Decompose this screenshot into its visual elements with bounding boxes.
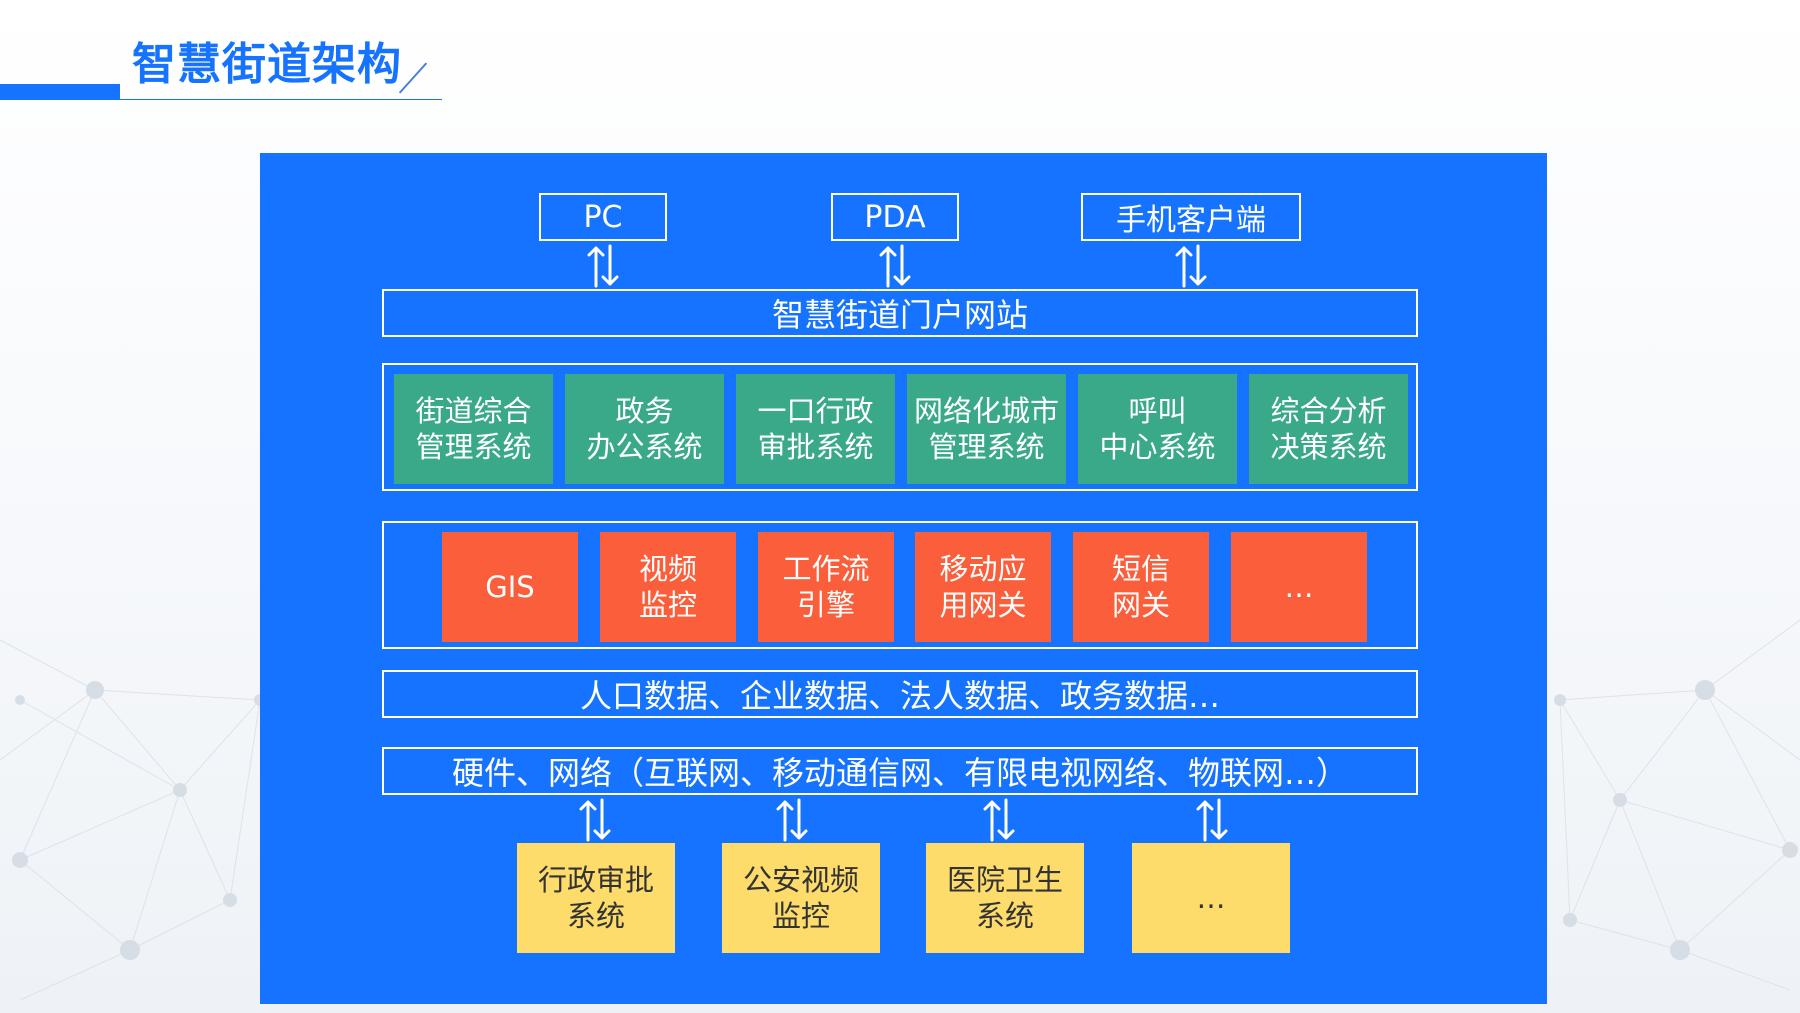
architecture-panel: PC PDA 手机客户端 智慧街道门户网站 街道综合 管理系统 政务 办公系统 … [260, 153, 1547, 1004]
service-tile: 短信 网关 [1073, 532, 1209, 642]
bidirectional-arrow-icon [979, 797, 1019, 843]
title-accent-bar [0, 84, 120, 100]
portal-layer: 智慧街道门户网站 [382, 289, 1418, 337]
service-tile: GIS [442, 532, 578, 642]
service-tile: 视频 监控 [600, 532, 736, 642]
infrastructure-layer: 硬件、网络（互联网、移动通信网、有限电视网络、物联网…） [382, 747, 1418, 795]
app-tile: 街道综合 管理系统 [394, 374, 553, 484]
page-title: 智慧街道架构 [132, 39, 402, 90]
bidirectional-arrow-icon [772, 797, 812, 843]
service-tile: 移动应 用网关 [915, 532, 1051, 642]
external-system-tile: 行政审批 系统 [517, 843, 675, 953]
external-system-tile: 医院卫生 系统 [926, 843, 1084, 953]
bidirectional-arrow-icon [583, 243, 623, 289]
device-box-pda: PDA [831, 193, 959, 241]
app-tile: 综合分析 决策系统 [1249, 374, 1408, 484]
data-layer: 人口数据、企业数据、法人数据、政务数据… [382, 670, 1418, 718]
app-tile: 政务 办公系统 [565, 374, 724, 484]
service-tile: 工作流 引擎 [758, 532, 894, 642]
service-layer: GIS 视频 监控 工作流 引擎 移动应 用网关 短信 网关 … [382, 521, 1418, 649]
bidirectional-arrow-icon [1192, 797, 1232, 843]
external-system-tile: … [1132, 843, 1290, 953]
bidirectional-arrow-icon [875, 243, 915, 289]
bidirectional-arrow-icon [1171, 243, 1211, 289]
app-tile: 一口行政 审批系统 [736, 374, 895, 484]
external-system-tile: 公安视频 监控 [722, 843, 880, 953]
app-tile: 呼叫 中心系统 [1078, 374, 1237, 484]
device-box-mobile: 手机客户端 [1081, 193, 1301, 241]
service-tile: … [1231, 532, 1367, 642]
title-underline [120, 99, 442, 100]
app-tile: 网络化城市 管理系统 [907, 374, 1066, 484]
application-layer: 街道综合 管理系统 政务 办公系统 一口行政 审批系统 网络化城市 管理系统 呼… [382, 363, 1418, 491]
bidirectional-arrow-icon [575, 797, 615, 843]
device-box-pc: PC [539, 193, 667, 241]
